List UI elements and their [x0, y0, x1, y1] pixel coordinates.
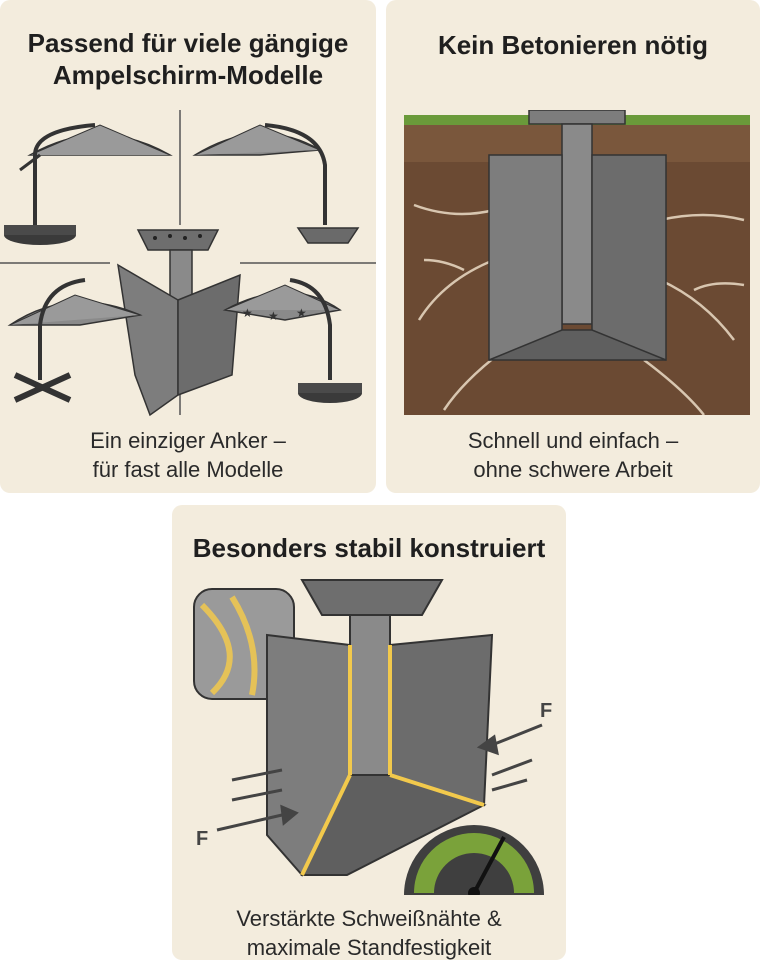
umbrella-icon [4, 123, 173, 245]
caption-line: ohne schwere Arbeit [473, 456, 673, 482]
panel-no-concrete: Kein Betonieren nötig Schnell und einfac… [386, 0, 760, 493]
panel-title: Besonders stabil konstruiert [172, 533, 566, 565]
umbrella-icon [192, 123, 360, 244]
stability-gauge-icon [404, 825, 544, 895]
caption-line: Verstärkte Schweißnähte & [236, 906, 502, 931]
ground-anchor-icon [117, 229, 241, 417]
caption-line: maximale Standfestigkeit [246, 934, 492, 960]
force-arrow-icon [216, 723, 543, 832]
svg-text:★: ★ [268, 309, 279, 323]
title-line: Kein Betonieren nötig [437, 30, 709, 60]
compatibility-illustration: ★ ★ ★ [0, 110, 376, 417]
panel-caption: Schnell und einfach – ohne schwere Arbei… [386, 427, 760, 484]
panel-title: Passend für viele gängige Ampelschirm-Mo… [0, 28, 376, 91]
caption-line: für fast alle Modelle [92, 456, 284, 482]
caption-line: Schnell und einfach – [467, 428, 679, 453]
umbrella-icon [7, 278, 143, 403]
force-label: F [540, 700, 552, 722]
panel-title: Kein Betonieren nötig [386, 30, 760, 62]
title-line: Ampelschirm-Modelle [52, 59, 324, 90]
stability-illustration: F F [193, 579, 552, 895]
panel-stable-construction: Besonders stabil konstruiert F [172, 505, 566, 960]
svg-text:★: ★ [242, 306, 253, 320]
ground-anchor-icon [488, 110, 667, 361]
panel-caption: Verstärkte Schweißnähte & maximale Stand… [172, 905, 566, 960]
svg-text:★: ★ [296, 306, 307, 320]
ground-cross-section [404, 110, 750, 415]
panel-caption: Ein einziger Anker – für fast alle Model… [0, 427, 376, 484]
force-label: F [196, 828, 208, 850]
panel-compatibility: Passend für viele gängige Ampelschirm-Mo… [0, 0, 376, 493]
title-line: Besonders stabil konstruiert [192, 533, 546, 563]
caption-line: Ein einziger Anker – [90, 428, 286, 453]
title-line: Passend für viele gängige [27, 28, 349, 58]
umbrella-icon: ★ ★ ★ [222, 278, 362, 403]
